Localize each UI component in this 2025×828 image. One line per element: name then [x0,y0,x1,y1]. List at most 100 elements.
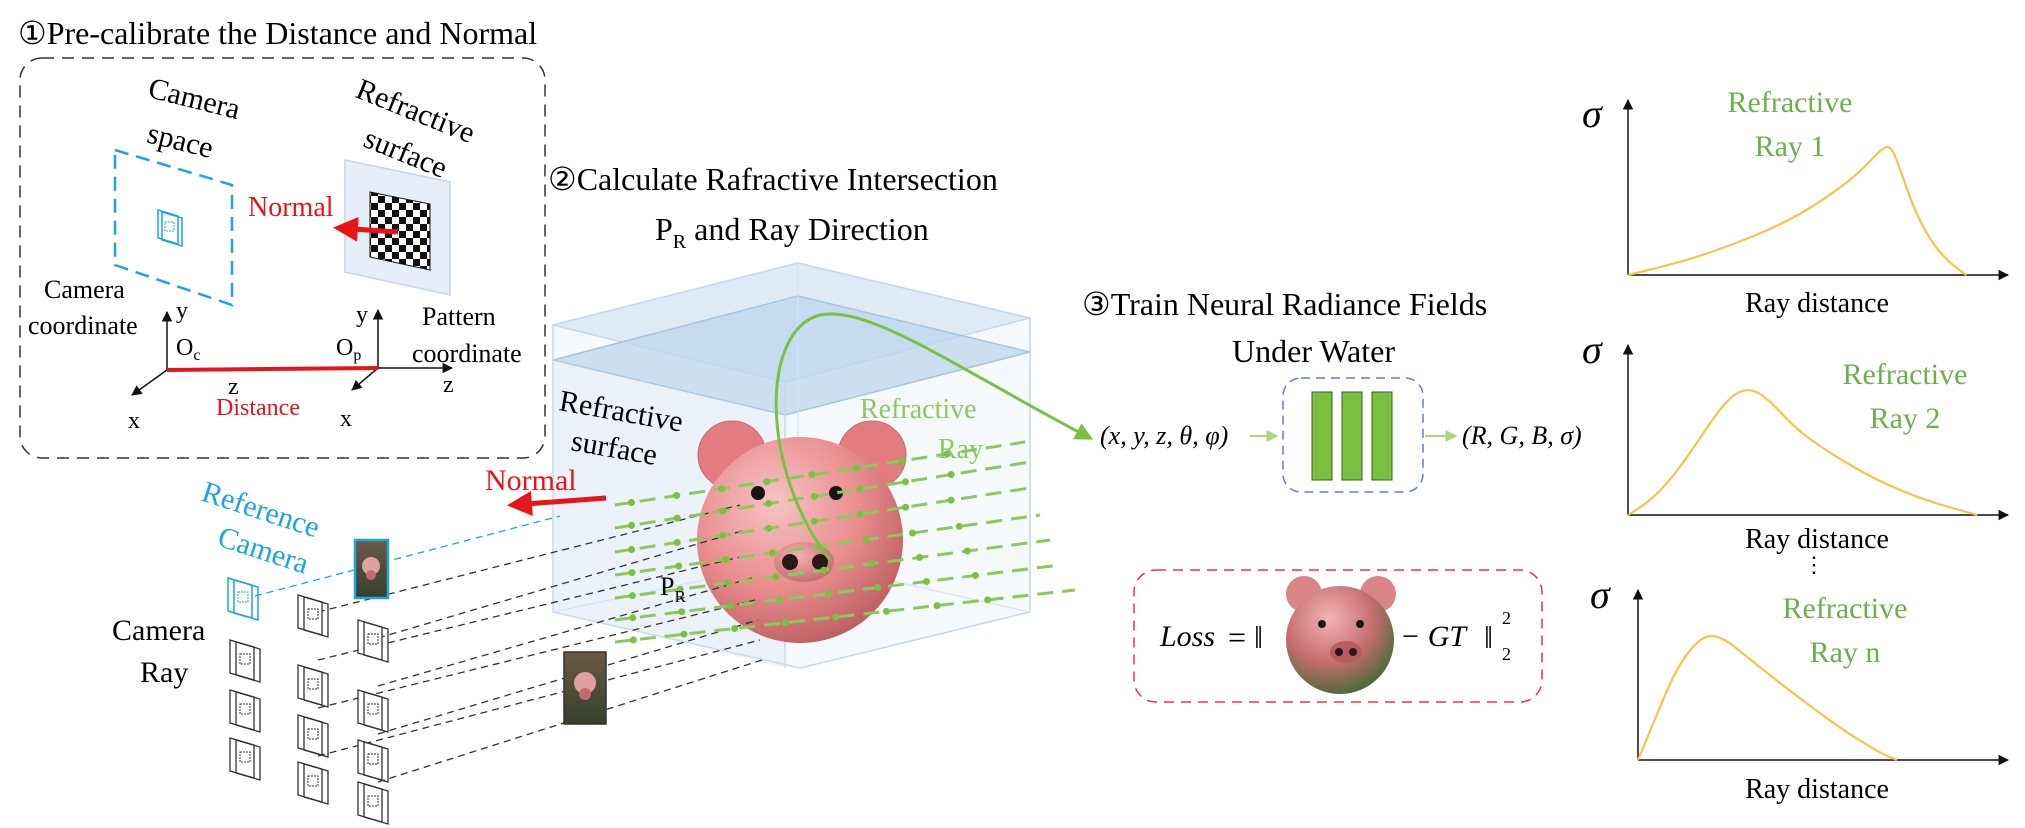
x-axis-label: Ray distance [1745,524,1889,555]
camera-ray-label-2: Ray [140,656,188,689]
camera-ray-label-1: Camera [112,614,205,647]
pattern-axes [351,308,454,391]
sample-dot [902,503,909,511]
pattern-coordinate-label-1: Pattern [422,302,496,331]
camera-space-plane [113,148,234,307]
camera-icon [297,714,329,758]
sample-dot [832,613,840,621]
sample-dot [629,614,637,622]
normal-label: Normal [248,192,334,223]
sample-dot [943,450,951,458]
step1-title: ①Pre-calibrate the Distance and Normal [18,15,537,51]
sample-dot [933,602,941,610]
camera-icon [229,689,261,733]
sample-dot [675,562,683,570]
sample-dot [984,596,992,604]
sample-dot [874,584,882,592]
camera-coordinate-label-1: Camera [44,275,125,304]
refracted-rays [614,440,1076,644]
sample-dot [765,500,773,508]
pattern-coordinate-label-2: coordinate [412,339,522,368]
series-label-line: Refractive [1783,592,1908,625]
camera-icon [357,689,389,733]
sample-dot [947,496,955,504]
camera-icon [357,739,389,783]
sample-dot [680,630,688,638]
sample-dot [673,514,681,522]
loss-sub: 2 [1502,644,1511,664]
sample-dot [776,596,784,604]
y-axis-label: σ [1582,327,1603,372]
network-layer-3 [1371,391,1393,481]
camera-icon-small [157,208,183,248]
camera-icon [229,639,261,683]
step3-title-line1: ③Train Neural Radiance Fields [1082,286,1487,322]
sample-dot [902,478,909,486]
sample-dot [856,510,864,518]
ray-sample-dots [627,450,992,644]
network-layer-1 [1311,391,1333,481]
density-curve [1627,145,1968,277]
camera-axis-y: y [176,298,188,324]
sample-dot [678,608,686,616]
x-axis-label: Ray distance [1745,288,1889,319]
calibration-box [19,57,546,459]
series-label-line: Refractive [1728,86,1853,119]
sample-dot [727,602,735,610]
network-layer-2 [1341,391,1363,481]
sample-dot [853,464,861,472]
sample-dot [820,566,828,574]
reference-view-thumbnail [353,538,390,600]
camera-icon [229,737,261,781]
step2-title-line1: ②Calculate Rafractive Intersection [548,161,998,197]
sample-dot [629,636,637,644]
y-axis-label: σ [1582,91,1603,136]
loss-minus-gt: − GT [1400,620,1468,653]
distance-label: Distance [216,395,300,421]
pattern-axis-x: x [340,406,352,432]
sample-dot [916,553,923,561]
sample-dot [724,579,732,587]
x-axis-label: Ray distance [1745,774,1889,805]
sample-dot [673,492,680,500]
sample-dot [862,536,870,544]
sample-dot [719,531,727,539]
series-label-line: Ray 2 [1870,402,1941,435]
loss-label: Loss [1159,620,1215,653]
camera-space-label-2: space [144,117,217,165]
camera-origin-label: Oc [176,335,200,364]
step2-title-line2: PR and Ray Direction [655,211,929,253]
loss-norm-close: ‖ [1484,619,1493,655]
loss-sup: 2 [1502,608,1511,628]
water-surface [552,295,1031,416]
sample-dot [808,471,816,479]
sample-dot [909,529,916,537]
checkerboard-pattern [369,191,431,271]
sample-dot [825,590,833,598]
density-curve [1636,634,1898,762]
refractive-ray-label-1: Refractive [860,394,977,425]
sample-dot [810,517,818,525]
rendered-view-thumbnail [563,651,607,725]
sample-dot [947,471,955,479]
camera-icon [357,781,389,825]
pattern-axis-y: y [356,302,368,328]
camera-icon [297,594,329,638]
sample-dot [722,555,729,563]
refractive-ray-label-2: Ray [938,434,983,465]
step2-normal-label: Normal [485,464,577,497]
sample-dot [628,569,636,577]
sample-dot [810,492,818,500]
sample-dot [856,485,864,493]
sample-dot [628,592,636,600]
y-axis-label: σ [1590,572,1611,617]
camera-axis-x: x [128,408,140,434]
sample-dot [781,619,789,627]
camera-array [229,594,389,825]
sample-dot [628,545,636,553]
